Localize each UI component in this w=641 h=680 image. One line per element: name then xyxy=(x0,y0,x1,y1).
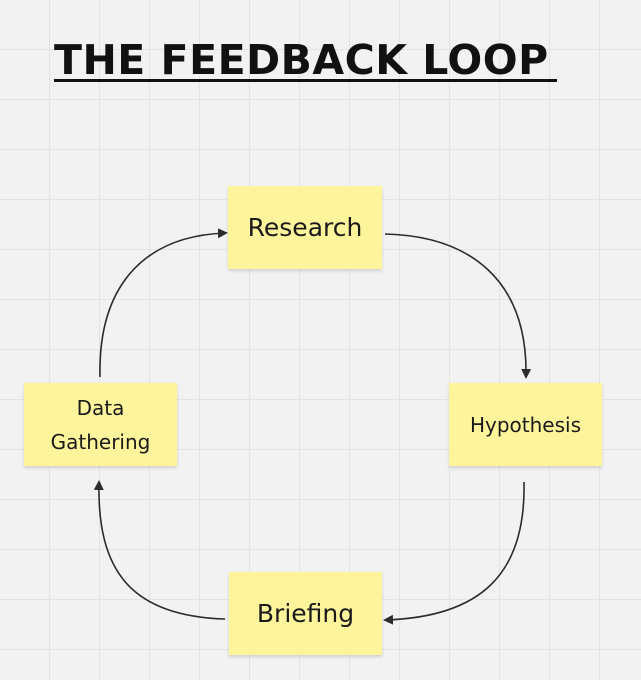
sticky-note-research[interactable]: Research xyxy=(228,186,382,269)
sticky-note-label: Briefing xyxy=(256,599,355,628)
sticky-note-label-line1: Data xyxy=(76,395,125,420)
connector-briefing-to-data-gathering[interactable] xyxy=(93,480,226,620)
sticky-note-label-line2: Gathering xyxy=(50,429,151,454)
connector-research-to-hypothesis[interactable] xyxy=(384,233,532,379)
page-title: THE FEEDBACK LOOP xyxy=(54,36,549,84)
connector-hypothesis-to-briefing[interactable] xyxy=(383,481,525,625)
sticky-note-label: Hypothesis xyxy=(469,412,582,437)
title-underline xyxy=(54,79,557,82)
sticky-note-label: Research xyxy=(247,213,363,242)
sticky-note-data-gathering[interactable]: Data Gathering xyxy=(24,383,177,466)
sticky-note-briefing[interactable]: Briefing xyxy=(229,572,382,655)
connector-data-gathering-to-research[interactable] xyxy=(99,228,228,378)
sticky-note-hypothesis[interactable]: Hypothesis xyxy=(449,383,602,466)
